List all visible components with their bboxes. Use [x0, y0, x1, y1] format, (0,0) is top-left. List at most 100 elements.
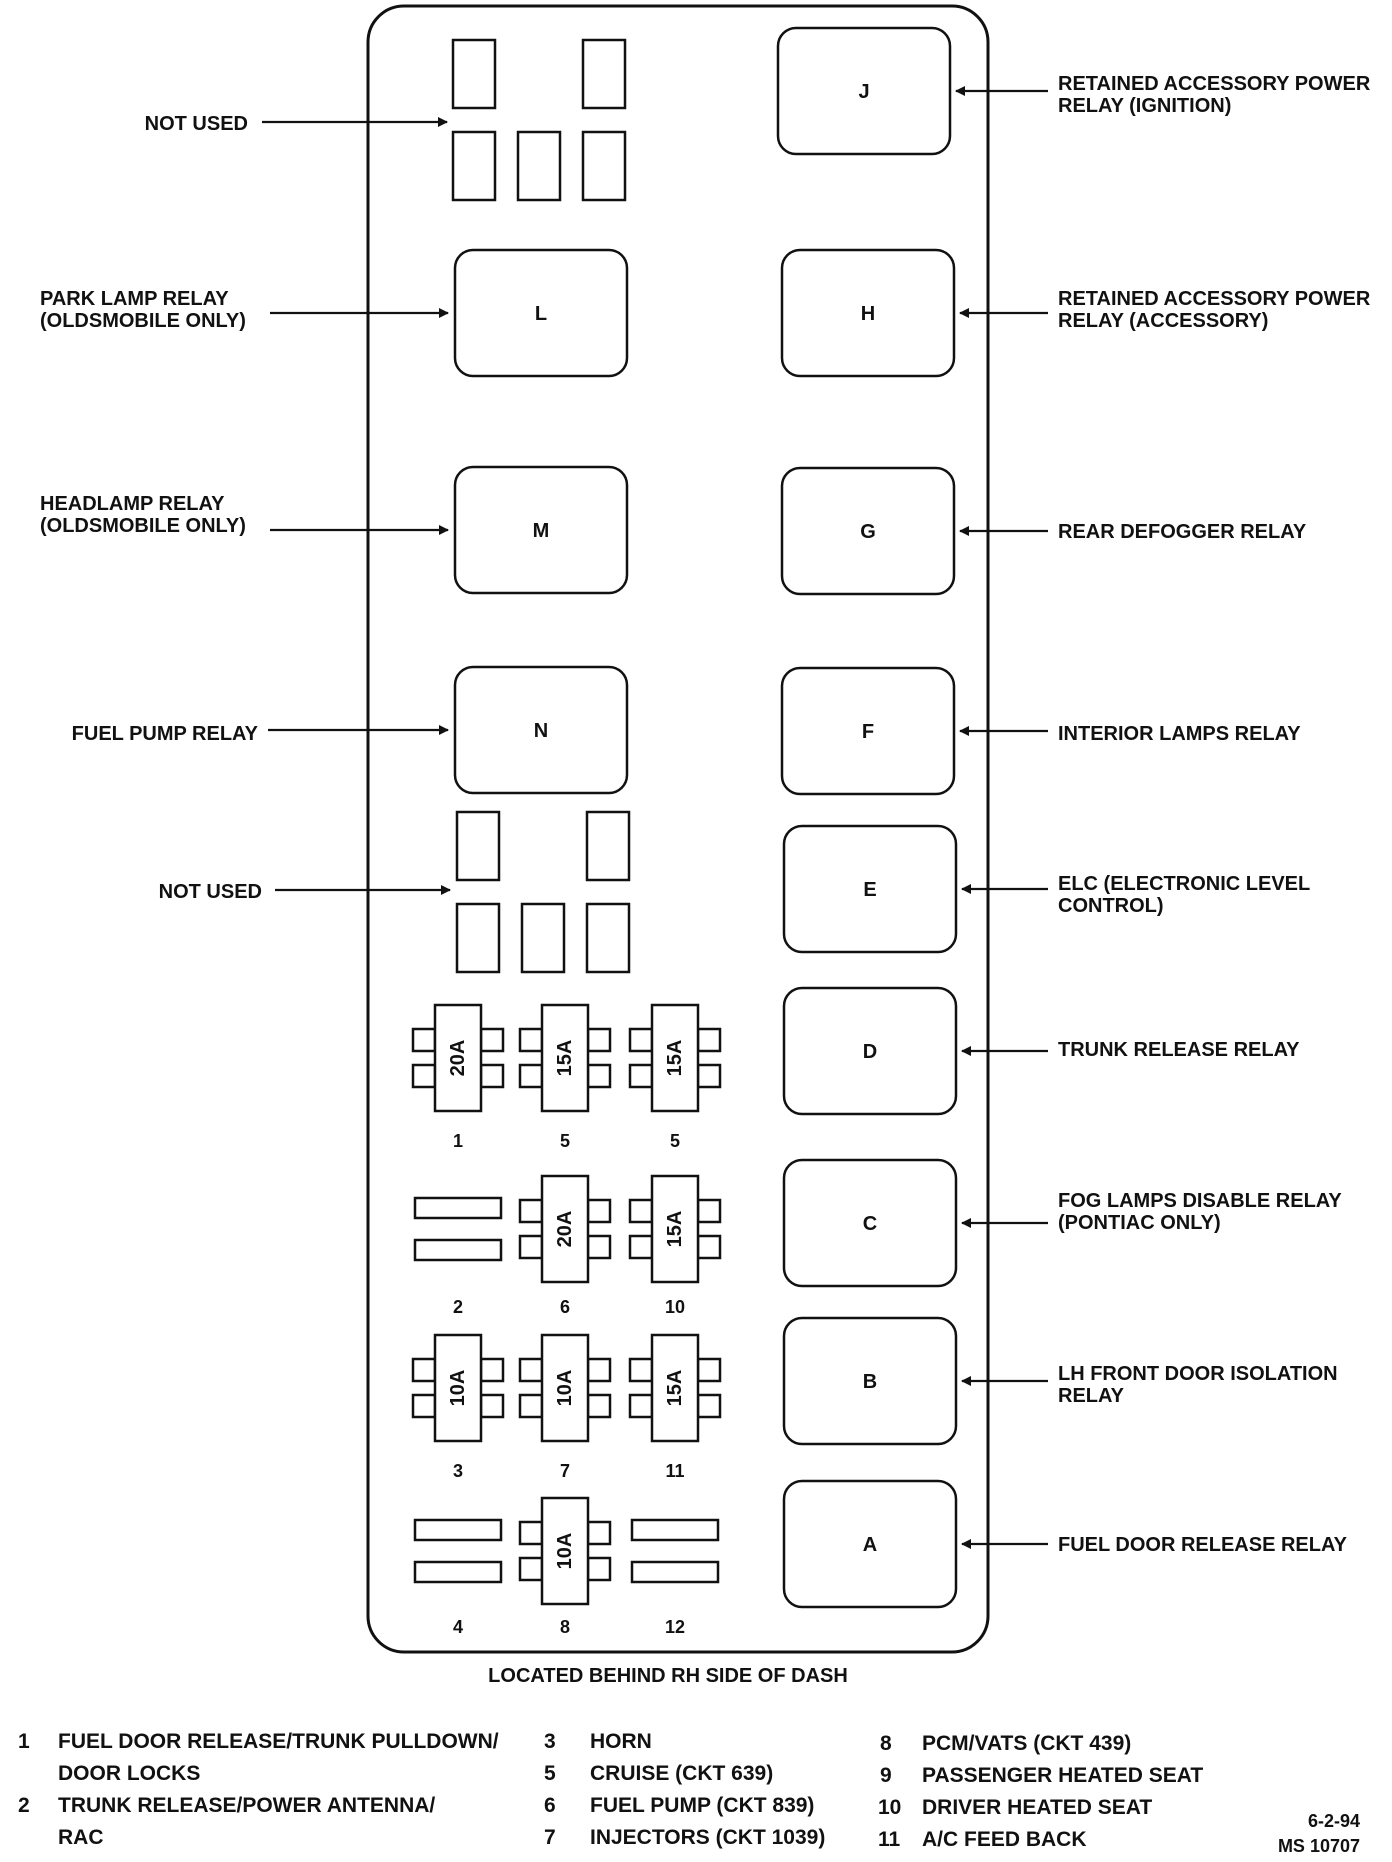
fuse-terminal: [586, 1520, 612, 1546]
fuse-terminal: [628, 1198, 654, 1224]
legend-item-1: 1 FUEL DOOR RELEASE/TRUNK PULLDOWN/DOOR L…: [18, 1730, 499, 1785]
relay-label: RELAY (IGNITION): [1058, 95, 1231, 117]
diagram-date: 6-2-94: [1308, 1811, 1360, 1831]
relay-label: HEADLAMP RELAY: [40, 493, 225, 515]
diagram-code: MS 10707: [1278, 1836, 1360, 1856]
legend-number: 10: [878, 1796, 901, 1819]
fuse-terminal: [411, 1027, 437, 1053]
fuse-body: [540, 1333, 590, 1443]
fuse-terminal: [411, 1063, 437, 1089]
fuse-terminal: [518, 1393, 544, 1419]
relay-h-body: [780, 248, 956, 378]
fuse-terminal: [518, 1357, 544, 1383]
relay-label: PARK LAMP RELAY: [40, 288, 229, 310]
fuse-terminal: [696, 1063, 722, 1089]
fuse-rating: 15A: [664, 1370, 686, 1407]
not-used-cavities: [451, 38, 631, 974]
relay-g-body: [780, 466, 956, 596]
fuse-body: [540, 1003, 590, 1113]
legend-number: 3: [544, 1730, 556, 1753]
legend-text: A/C FEED BACK: [922, 1828, 1087, 1851]
not-used-text: NOT USED: [159, 881, 262, 903]
legend-number: 9: [880, 1764, 892, 1787]
fuse-terminal: [518, 1520, 544, 1546]
fuse-terminal: [628, 1027, 654, 1053]
relay-f-body: [780, 666, 956, 796]
fuse-rating: 15A: [664, 1040, 686, 1077]
legend-text: HORN: [590, 1730, 652, 1753]
fuse-number: 2: [453, 1297, 463, 1317]
fuse-4: 4: [413, 1518, 503, 1637]
fuse-number: 10: [665, 1297, 685, 1317]
fuse-terminal: [411, 1393, 437, 1419]
relay-label: (PONTIAC ONLY): [1058, 1212, 1221, 1234]
fuse-terminal: [628, 1393, 654, 1419]
relay-label: RETAINED ACCESSORY POWER: [1058, 288, 1371, 310]
fuse-number: 3: [453, 1461, 463, 1481]
relay-b-body: [782, 1316, 958, 1446]
relay-m-body: [453, 465, 629, 595]
relay-label: LH FRONT DOOR ISOLATION: [1058, 1363, 1338, 1385]
fuse-terminal: [628, 1357, 654, 1383]
relay-id: H: [861, 303, 875, 325]
fuse-number: 6: [560, 1297, 570, 1317]
fuse-legend: 1 FUEL DOOR RELEASE/TRUNK PULLDOWN/DOOR L…: [18, 1730, 1203, 1851]
fuse-terminal: [518, 1063, 544, 1089]
fuse-2: 2: [413, 1196, 503, 1317]
relay-j-body: [776, 26, 952, 156]
fuse-terminal: [586, 1198, 612, 1224]
legend-text: PASSENGER HEATED SEAT: [922, 1764, 1203, 1787]
legend-number: 5: [544, 1762, 556, 1785]
relay-id: C: [863, 1213, 877, 1235]
legend-item-3: 3 HORN: [544, 1730, 652, 1753]
legend-text: DOOR LOCKS: [58, 1762, 200, 1785]
legend-item-9: 9 PASSENGER HEATED SEAT: [880, 1764, 1203, 1787]
relay-label: TRUNK RELEASE RELAY: [1058, 1039, 1300, 1061]
legend-text: FUEL DOOR RELEASE/TRUNK PULLDOWN/: [58, 1730, 499, 1753]
fuse-terminal: [586, 1357, 612, 1383]
legend-number: 7: [544, 1826, 556, 1849]
empty-fuse-slot: [630, 1560, 720, 1584]
relay-label: (OLDSMOBILE ONLY): [40, 515, 246, 537]
legend-item-7: 7 INJECTORS (CKT 1039): [544, 1826, 825, 1849]
fuse-number: 1: [453, 1131, 463, 1151]
relay-id: D: [863, 1041, 877, 1063]
legend-number: 11: [878, 1828, 901, 1851]
fuse-rating: 10A: [554, 1533, 576, 1570]
fuse-number: 8: [560, 1617, 570, 1637]
fuse-5: 15A 5: [628, 1003, 722, 1151]
fuse-terminal: [696, 1234, 722, 1260]
legend-text: FUEL PUMP (CKT 839): [590, 1794, 814, 1817]
relay-e-body: [782, 824, 958, 954]
fuse-number: 12: [665, 1617, 685, 1637]
legend-number: 1: [18, 1730, 30, 1753]
fuse-number: 5: [670, 1131, 680, 1151]
fuse-terminal: [479, 1357, 505, 1383]
relay-id: A: [863, 1534, 877, 1556]
relay-label: (OLDSMOBILE ONLY): [40, 310, 246, 332]
relay-label: RETAINED ACCESSORY POWER: [1058, 73, 1371, 95]
fuse-body: [650, 1174, 700, 1284]
legend-text: TRUNK RELEASE/POWER ANTENNA/: [58, 1794, 435, 1817]
empty-fuse-slot: [413, 1518, 503, 1542]
fuse-terminal: [518, 1234, 544, 1260]
relay-label: ELC (ELECTRONIC LEVEL: [1058, 873, 1310, 895]
fuse-terminal: [628, 1234, 654, 1260]
fuse-body: [540, 1496, 590, 1606]
legend-text: INJECTORS (CKT 1039): [590, 1826, 825, 1849]
relay-label: RELAY: [1058, 1385, 1125, 1407]
relay-id: F: [862, 721, 874, 743]
